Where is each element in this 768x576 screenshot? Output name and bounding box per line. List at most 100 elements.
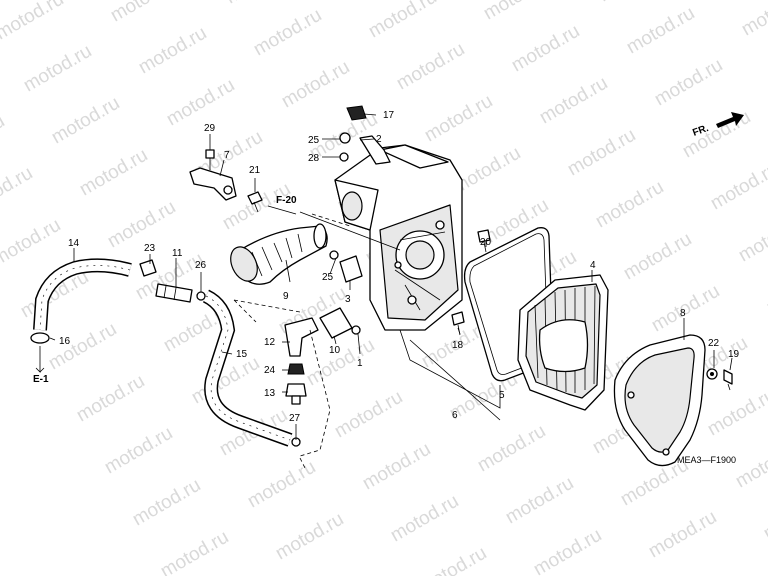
drain-tube [284, 317, 319, 357]
part-label-2: 2 [376, 134, 382, 145]
watermark-text: motod.ru [129, 475, 204, 531]
air-cleaner-cover [613, 334, 706, 467]
part-label-22: 22 [708, 338, 720, 349]
watermark-text: motod.ru [272, 509, 347, 565]
watermark-text: motod.ru [595, 0, 670, 6]
watermark-text: motod.ru [645, 507, 720, 563]
e1-arrow [35, 362, 45, 373]
electrical-ref-label: E-1 [33, 374, 49, 385]
leader-lines [39, 113, 733, 471]
part-label-6: 6 [452, 410, 458, 421]
watermark-text: motod.ru [104, 197, 179, 253]
part-label-1: 1 [357, 358, 363, 369]
watermark-text: motod.ru [415, 543, 490, 576]
watermark-text: motod.ru [474, 421, 549, 477]
watermark-text: motod.ru [278, 57, 353, 113]
front-arrow-icon [716, 112, 744, 128]
part-label-7: 7 [224, 150, 230, 161]
watermark-text: motod.ru [303, 335, 378, 391]
part-label-29: 29 [204, 123, 216, 134]
watermark-text: motod.ru [620, 229, 695, 285]
part-label-9: 9 [283, 291, 289, 302]
front-direction-indicator: FR. [691, 112, 744, 139]
part-label-10: 10 [329, 345, 341, 356]
part-label-4: 4 [590, 260, 596, 271]
drain-cap [285, 383, 307, 405]
part-label-23: 23 [144, 243, 156, 254]
watermark-text: motod.ru [163, 75, 238, 131]
watermark-text: motod.ru [760, 489, 768, 545]
watermark-text: motod.ru [222, 0, 297, 8]
watermark-text: motod.ru [502, 473, 577, 529]
mounting-bracket [189, 167, 237, 201]
watermark-text: motod.ru [45, 319, 120, 375]
watermark-text: motod.ru [393, 39, 468, 95]
watermark-text: motod.ru [421, 91, 496, 147]
watermark-text: motod.ru [0, 163, 36, 219]
watermark-text: motod.ru [365, 0, 440, 42]
part-label-8: 8 [680, 308, 686, 319]
hose-joint [155, 283, 193, 303]
diagram-code: MEA3—F1900 [677, 455, 736, 465]
watermark-text: motod.ru [707, 159, 768, 215]
watermark-text: motod.ru [530, 525, 605, 576]
watermark-text: motod.ru [157, 527, 232, 576]
part-label-14: 14 [68, 238, 80, 249]
watermark-text: motod.ru [135, 23, 210, 79]
part-label-18: 18 [452, 340, 464, 351]
watermark-text: motod.ru [732, 437, 768, 493]
duct-screw [247, 191, 263, 213]
watermark-text: motod.ru [387, 491, 462, 547]
watermark-text: motod.ru [73, 371, 148, 427]
air-cleaner-housing [334, 144, 463, 331]
front-direction-label: FR. [691, 123, 710, 139]
lower-bracket [339, 255, 363, 283]
part-label-5: 5 [499, 390, 505, 401]
watermark-text: motod.ru [331, 387, 406, 443]
watermark-text: motod.ru [651, 55, 726, 111]
watermark-text: motod.ru [536, 73, 611, 129]
grommet [351, 325, 361, 335]
watermark-text: motod.ru [704, 385, 768, 441]
watermark-text: motod.ru [508, 21, 583, 77]
part-label-28: 28 [308, 153, 320, 164]
collar [339, 152, 349, 162]
part-label-3: 3 [345, 294, 351, 305]
part-label-13: 13 [264, 388, 276, 399]
washer-upper [339, 132, 351, 144]
watermark-text: motod.ru [592, 177, 667, 233]
hose-clip-16 [30, 332, 50, 344]
watermark-text: motod.ru [188, 353, 263, 409]
part-label-12: 12 [264, 337, 276, 348]
part-label-16: 16 [59, 336, 71, 347]
watermark-text: motod.ru [48, 93, 123, 149]
watermark-text: motod.ru [244, 457, 319, 513]
watermark-text: motod.ru [107, 0, 182, 26]
watermark-text: motod.ru [101, 423, 176, 479]
part-label-27: 27 [289, 413, 301, 424]
cover-screw [706, 368, 718, 380]
watermark-text: motod.ru [735, 211, 768, 267]
part-label-19: 19 [728, 349, 740, 360]
washer-lower [329, 250, 339, 260]
watermark-text: motod.ru [480, 0, 555, 24]
watermark-text: motod.ru [76, 145, 151, 201]
part-label-25-upper: 25 [308, 135, 320, 146]
part-label-20: 20 [480, 237, 492, 248]
part-label-26: 26 [195, 260, 207, 271]
bracket-bolt [205, 149, 215, 170]
rubber-cap [346, 105, 367, 121]
clip-bracket [359, 135, 391, 165]
part-label-17: 17 [383, 110, 395, 121]
watermark-text: motod.ru [623, 3, 698, 59]
watermark-text: motod.ru [359, 439, 434, 495]
part-label-11: 11 [172, 248, 183, 259]
frame-ref-label: F-20 [276, 195, 297, 206]
hose-clip-26 [196, 291, 206, 301]
watermark-text: motod.ru [648, 281, 723, 337]
air-filter-element [517, 274, 609, 411]
watermark-text: motod.ru [250, 5, 325, 61]
watermark-text: motod.ru [564, 125, 639, 181]
watermark-text: motod.ru [763, 263, 768, 319]
